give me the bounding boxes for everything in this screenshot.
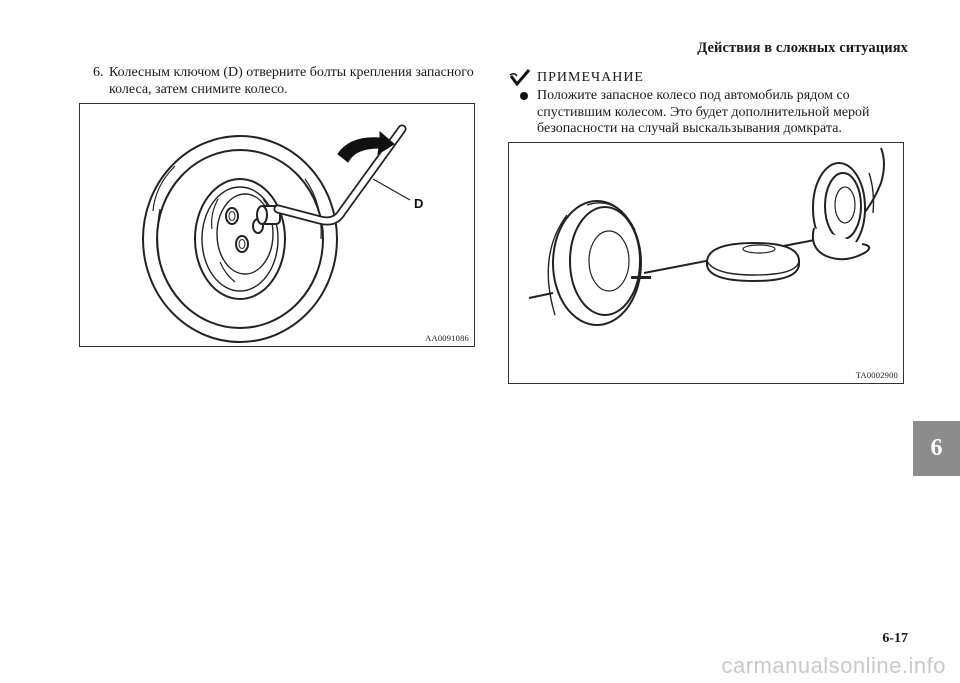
spare-wheel-under-car-illustration: [528, 147, 885, 326]
watermark: carmanualsonline.info: [721, 653, 946, 678]
note-text: Положите запасное колесо под автомобиль …: [537, 88, 870, 136]
instruction-step: 6. Колесным ключом (D) отверните болты к…: [93, 64, 483, 98]
step-text: Колесным ключом (D) отверните болты креп…: [109, 65, 474, 97]
figure-code: AA0091086: [425, 333, 469, 343]
spare-wheel-figure: TA0002900: [508, 142, 904, 384]
wheel-wrench-illustration: D: [142, 124, 423, 343]
figure-code: TA0002900: [855, 370, 898, 380]
page-number: 6-17: [882, 631, 908, 646]
note-check-icon: [509, 69, 531, 87]
section-title: Действия в сложных ситуациях: [697, 40, 908, 56]
wrench-label: D: [414, 196, 423, 211]
note-title: ПРИМЕЧАНИЕ: [537, 70, 644, 85]
note-block: ПРИМЕЧАНИЕ Положите запасное колесо под …: [509, 68, 899, 138]
wheel-wrench-figure: D AA0091086: [79, 103, 475, 347]
note-item: Положите запасное колесо под автомобиль …: [509, 88, 899, 138]
step-number: 6.: [93, 65, 104, 80]
bullet-icon: [520, 92, 528, 100]
chapter-tab: 6: [913, 421, 960, 476]
